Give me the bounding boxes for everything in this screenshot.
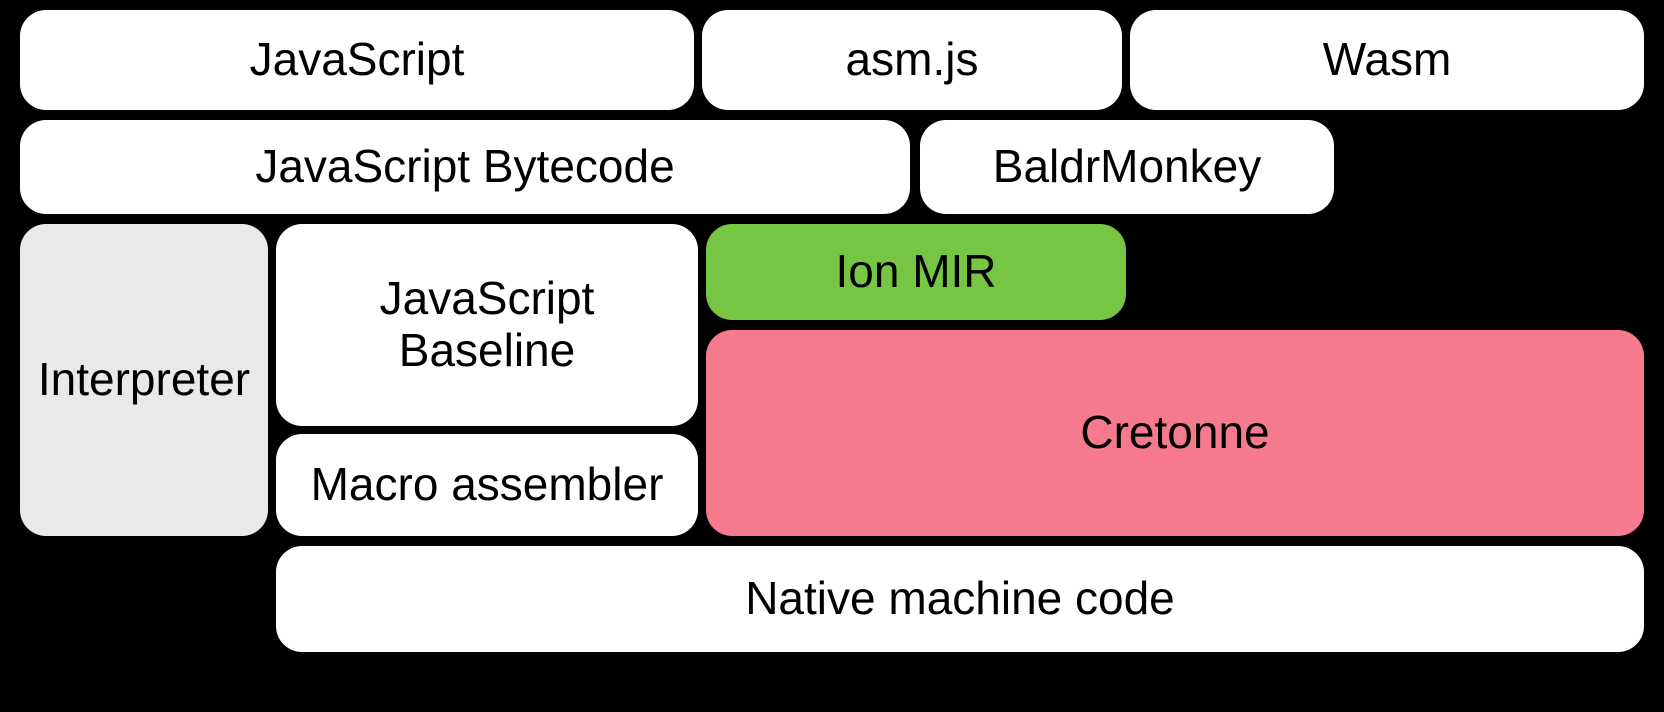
node-wasm[interactable]: Wasm [1130,10,1644,110]
node-baldrmonkey[interactable]: BaldrMonkey [920,120,1334,214]
node-asm-js[interactable]: asm.js [702,10,1122,110]
node-javascript-baseline[interactable]: JavaScript Baseline [276,224,698,426]
node-cretonne[interactable]: Cretonne [706,330,1644,536]
node-javascript-bytecode[interactable]: JavaScript Bytecode [20,120,910,214]
node-javascript[interactable]: JavaScript [20,10,694,110]
node-ion-mir[interactable]: Ion MIR [706,224,1126,320]
node-native-machine-code[interactable]: Native machine code [276,546,1644,652]
node-macro-assembler[interactable]: Macro assembler [276,434,698,536]
node-interpreter[interactable]: Interpreter [20,224,268,536]
